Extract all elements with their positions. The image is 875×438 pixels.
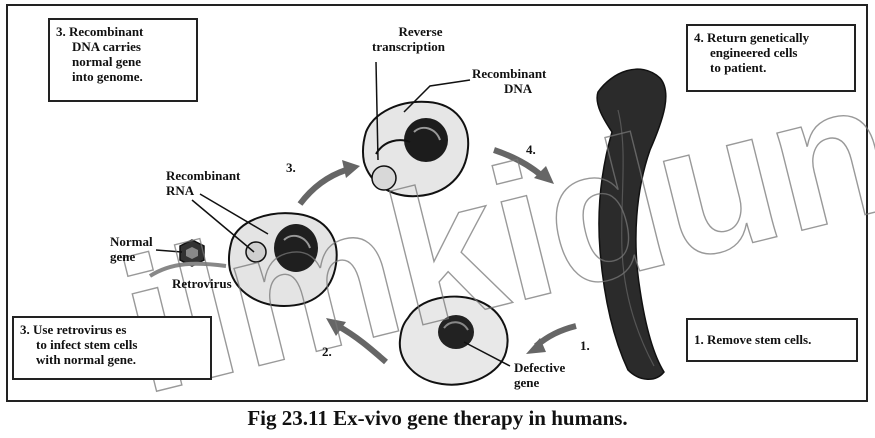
label-reverse-transcription: Reverse transcription (372, 24, 445, 54)
label-defective-gene: Defective gene (514, 360, 565, 390)
step-3-line-3: normal gene (56, 54, 190, 69)
arrow-number-4: 4. (526, 142, 536, 158)
step-4-line-3: to patient. (694, 60, 848, 75)
step-1-box: 1. Remove stem cells. (686, 318, 858, 362)
arrow-number-1: 1. (580, 338, 590, 354)
step-2-box: 3. Use retrovirus es to infect stem cell… (12, 316, 212, 380)
label-recombinant-rna: Recombinant RNA (166, 168, 240, 198)
label-retrovirus: Retrovirus (172, 276, 232, 291)
figure-caption: Fig 23.11 Ex-vivo gene therapy in humans… (0, 405, 875, 431)
step-2-line-1: 3. Use retrovirus es (20, 322, 204, 337)
label-normal-gene: Normal gene (110, 234, 153, 264)
step-2-line-3: with normal gene. (20, 352, 204, 367)
label-recombinant-dna: Recombinant DNA (472, 66, 546, 96)
step-4-box: 4. Return genetically engineered cells t… (686, 24, 856, 92)
arrow-number-2: 2. (322, 344, 332, 360)
step-3-line-1: 3. Recombinant (56, 24, 190, 39)
step-1-text: 1. Remove stem cells. (694, 332, 850, 347)
step-3-line-4: into genome. (56, 69, 190, 84)
step-3-box: 3. Recombinant DNA carries normal gene i… (48, 18, 198, 102)
step-4-line-2: engineered cells (694, 45, 848, 60)
step-4-line-1: 4. Return genetically (694, 30, 848, 45)
arrow-number-3: 3. (286, 160, 296, 176)
step-3-line-2: DNA carries (56, 39, 190, 54)
step-2-line-2: to infect stem cells (20, 337, 204, 352)
